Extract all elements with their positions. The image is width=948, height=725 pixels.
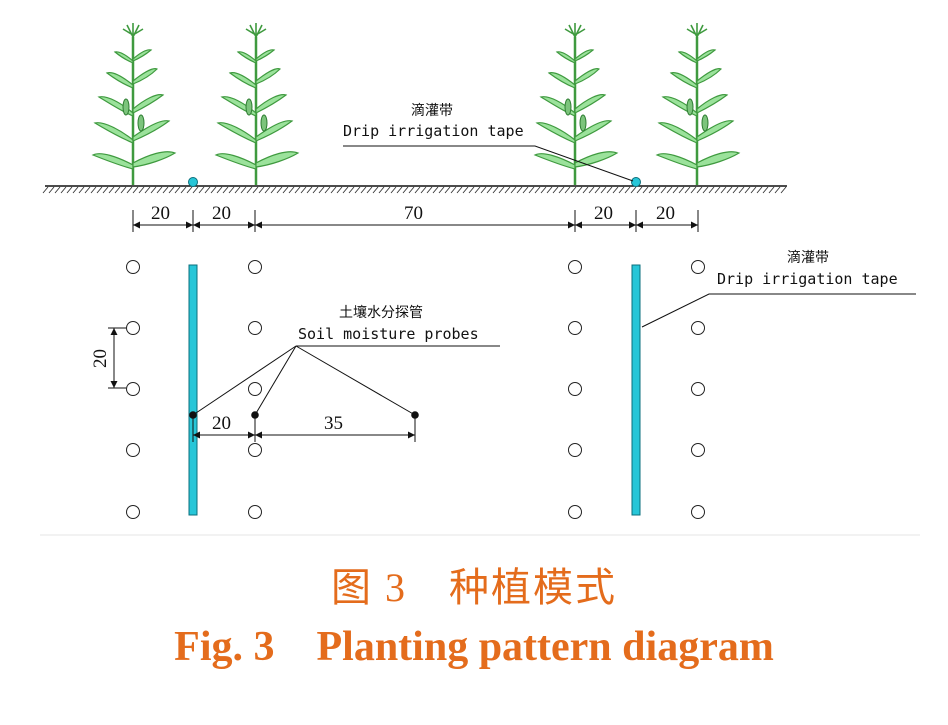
plant [91,21,177,187]
ground-hatching [42,186,787,194]
probe-leader-lines [192,345,416,416]
soil-moisture-probe [189,411,197,419]
plan-view: 滴灌带 Drip irrigation tape 土壤水分探管 Soil moi… [90,249,916,519]
tape-label-cn-plan: 滴灌带 [787,249,829,266]
spacing-label: 20 [212,203,231,224]
tape-leader-line-plan [641,293,916,328]
figure-caption-cn: 图 3 种植模式 [331,565,617,610]
probe-label-en: Soil moisture probes [298,325,479,343]
drip-tape-cross-section [188,177,198,187]
spacing-label: 20 [656,203,675,224]
planting-pattern-diagram: 滴灌带 Drip irrigation tape 20 20 70 20 20 [40,21,920,536]
plant-position-marker [126,443,140,457]
plant-position-marker [568,321,582,335]
plant [655,21,741,187]
plant-position-marker [248,260,262,274]
plant-position-marker [691,321,705,335]
spacing-label: 20 [151,203,170,224]
plant-position-marker [248,321,262,335]
spacing-label: 70 [404,203,423,224]
probe-spacing-label: 20 [212,413,231,434]
probe-spacing-dimension [192,418,416,442]
spacing-label: 20 [594,203,613,224]
plant-position-marker [568,260,582,274]
row-spacing-dimension [108,327,126,389]
tape-label-en-top: Drip irrigation tape [343,122,524,140]
probe-spacing-label: 35 [324,413,343,434]
plant-position-marker [568,382,582,396]
plant-position-marker [568,505,582,519]
plant-position-marker [126,321,140,335]
plant [214,21,300,187]
spacing-dimension [132,210,699,232]
plant-position-marker [691,260,705,274]
plant-position-marker [568,443,582,457]
soil-moisture-probe [411,411,419,419]
soil-moisture-probe [251,411,259,419]
plant-position-marker [691,443,705,457]
probe-label-cn: 土壤水分探管 [339,304,423,321]
plant-position-marker [248,382,262,396]
drip-tape-cross-section [631,177,641,187]
plant-position-marker [126,260,140,274]
plant-position-marker [126,382,140,396]
drip-tape [188,264,198,516]
plant-position-marker [691,505,705,519]
top-view: 滴灌带 Drip irrigation tape 20 20 70 20 20 [42,21,787,232]
tape-label-en-plan: Drip irrigation tape [717,270,898,288]
plant-position-marker [126,505,140,519]
drip-tape [631,264,641,516]
plant-positions [126,260,705,519]
tape-leader-line-top [343,145,634,182]
plant-position-marker [248,443,262,457]
plant-position-marker [248,505,262,519]
tape-label-cn-top: 滴灌带 [411,102,453,119]
row-spacing-label: 20 [90,349,111,368]
plant-position-marker [691,382,705,396]
figure-caption-en: Fig. 3 Planting pattern diagram [174,624,774,670]
